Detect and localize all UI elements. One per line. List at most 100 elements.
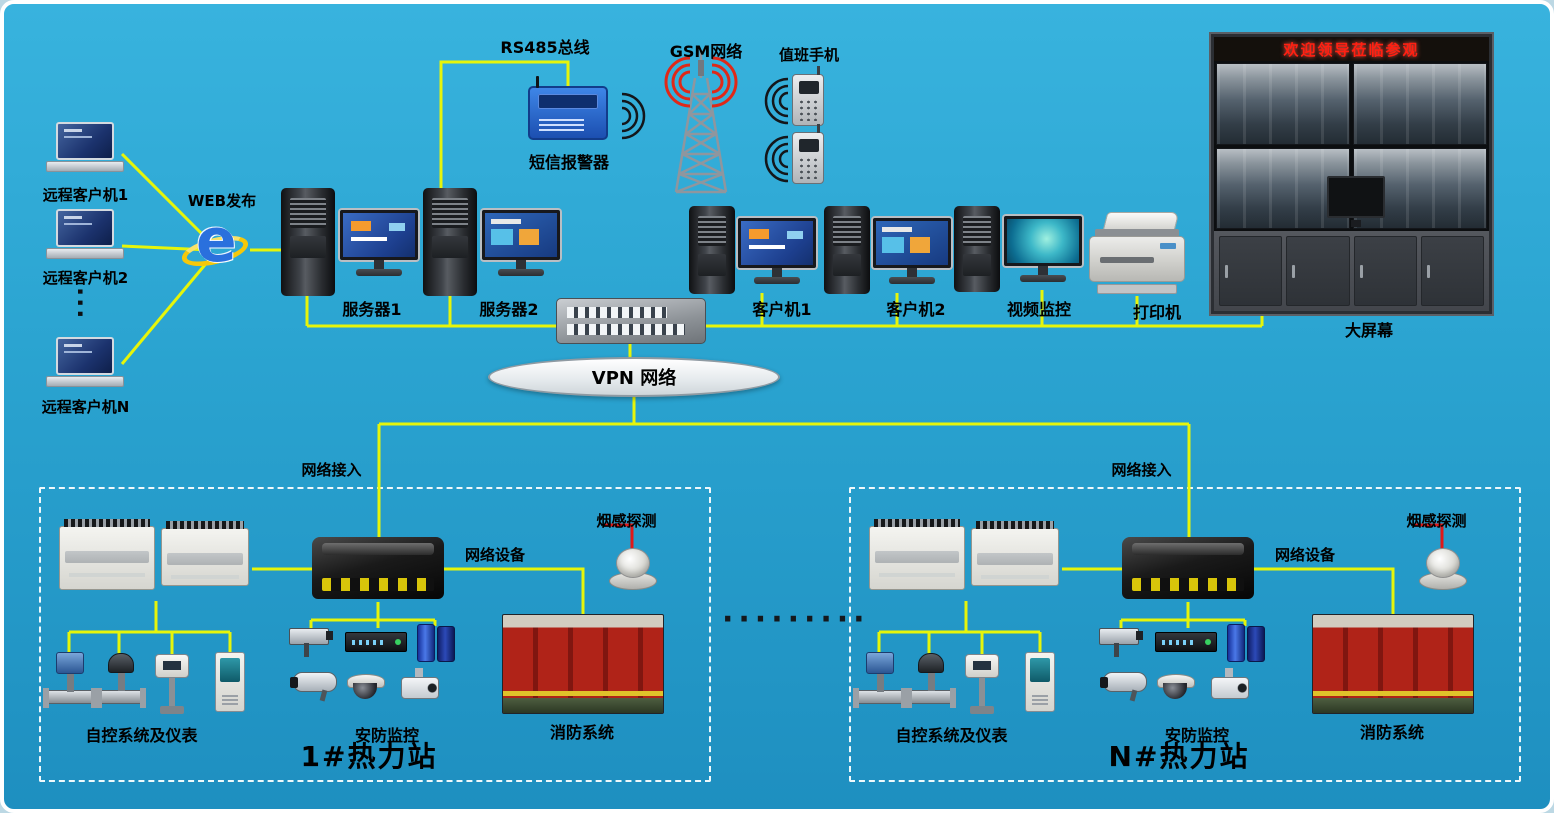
plc-controllers-n	[869, 516, 1064, 598]
alarm-wires	[605, 523, 1444, 549]
duty-phone-1-icon	[792, 66, 824, 126]
welcome-banner: 欢迎领导莅临参观	[1214, 37, 1489, 61]
ptz-camera-icon	[1211, 668, 1249, 700]
client-2-tower-icon	[824, 206, 870, 294]
equipment-cabinet	[1214, 231, 1489, 311]
transmitter-icon	[150, 654, 194, 714]
instrument-devices-1	[43, 648, 254, 744]
motorized-valve-icon	[43, 650, 96, 714]
control-system-label-1: 自控系统及仪表	[85, 726, 198, 745]
video-monitor-label: 视频监控	[1006, 300, 1071, 319]
server-1-tower-icon	[281, 188, 335, 296]
network-device-label-1: 网络设备	[464, 546, 525, 564]
printer-icon	[1089, 212, 1185, 294]
remote-client-1-label: 远程客户机1	[42, 186, 129, 204]
network-access-label-n: 网络接入	[1111, 461, 1172, 479]
network-device-label-n: 网络设备	[1274, 546, 1335, 564]
big-screen-label: 大屏幕	[1344, 321, 1393, 340]
cabinet-door	[1353, 236, 1417, 306]
transmitter-icon	[960, 654, 1004, 714]
gsm-tower-icon	[674, 50, 728, 194]
bullet-camera-icon	[1100, 672, 1147, 692]
server-2-label: 服务器2	[479, 300, 539, 319]
smoke-detector-icon-n	[1418, 546, 1467, 592]
server-2-monitor-icon	[482, 210, 560, 276]
station-switch-1	[312, 537, 444, 599]
box-camera-icon	[1099, 628, 1143, 658]
radio-wave-icons	[621, 77, 789, 183]
dvr-icon	[345, 632, 407, 652]
box-camera-icon	[289, 628, 333, 658]
fire-system-label-1: 消防系统	[549, 723, 614, 742]
remote-client-n-laptop-icon	[46, 337, 124, 393]
video-wall: 欢迎领导莅临参观	[1209, 32, 1494, 316]
dome-camera-icon	[1157, 674, 1195, 700]
fire-system-photo-1	[502, 614, 664, 714]
ellipsis-vertical: ···	[66, 287, 94, 321]
controller-icon	[215, 652, 245, 712]
controller-icon	[1025, 652, 1055, 712]
dvr-icon	[1155, 632, 1217, 652]
control-valve-icon	[906, 650, 955, 714]
network-wires	[67, 60, 1395, 654]
internet-explorer-icon: e	[178, 206, 252, 280]
server-2-tower-icon	[423, 188, 477, 296]
smoke-detect-label-1: 烟感探测	[596, 512, 657, 530]
server-1-label: 服务器1	[342, 300, 402, 319]
motorized-valve-icon	[853, 650, 906, 714]
remote-client-2-label: 远程客户机2	[42, 269, 129, 287]
security-devices-1	[287, 620, 497, 716]
desk-monitor-icon	[1327, 176, 1385, 227]
duty-phone-label: 值班手机	[778, 46, 839, 64]
remote-client-n-label: 远程客户机N	[41, 398, 130, 416]
client-2-monitor-icon	[873, 218, 951, 284]
bullet-camera-icon	[290, 672, 337, 692]
vpn-cloud: VPN 网络	[488, 357, 780, 397]
client-2-label: 客户机2	[886, 300, 946, 319]
cabinet-door	[1286, 236, 1350, 306]
sms-alarm-label: 短信报警器	[528, 153, 609, 172]
duty-phone-2-icon	[792, 124, 824, 184]
sms-alarm-device-icon	[528, 76, 608, 140]
client-1-label: 客户机1	[752, 300, 812, 319]
control-system-label-n: 自控系统及仪表	[895, 726, 1008, 745]
vpn-label: VPN 网络	[591, 368, 677, 389]
gsm-signal-waves-icon	[664, 56, 738, 108]
station-switch-n	[1122, 537, 1254, 599]
printer-label: 打印机	[1132, 303, 1181, 322]
cabinet-door	[1420, 236, 1484, 306]
remote-client-2-laptop-icon	[46, 209, 124, 265]
video-encoder-icon	[1227, 624, 1265, 662]
cabinet-door	[1219, 236, 1283, 306]
fire-system-photo-n	[1312, 614, 1474, 714]
fire-system-label-n: 消防系统	[1359, 723, 1424, 742]
video-encoder-icon	[417, 624, 455, 662]
client-1-tower-icon	[689, 206, 735, 294]
connector-wires	[67, 50, 1444, 654]
ellipsis-horizontal: ·········	[722, 602, 870, 637]
wall-screen-cell	[1353, 63, 1487, 145]
video-monitor-screen-icon	[1004, 216, 1082, 282]
security-devices-n	[1097, 620, 1307, 716]
core-switch-icon	[556, 298, 706, 344]
network-access-label-1: 网络接入	[301, 461, 362, 479]
web-publish-label: WEB发布	[187, 192, 257, 210]
welcome-text: 欢迎领导莅临参观	[1283, 40, 1420, 59]
station-1-boundary	[39, 487, 711, 782]
station-1-title: 1#热力站	[300, 740, 438, 773]
dome-camera-icon	[347, 674, 385, 700]
plc-controllers-1	[59, 516, 254, 598]
server-1-monitor-icon	[340, 210, 418, 276]
security-label-1: 安防监控	[354, 726, 419, 745]
instrument-devices-n	[853, 648, 1064, 744]
ptz-camera-icon	[401, 668, 439, 700]
station-n-boundary	[849, 487, 1521, 782]
remote-client-1-laptop-icon	[46, 122, 124, 178]
video-monitor-tower-icon	[954, 206, 1000, 292]
gsm-network-label: GSM网络	[669, 42, 743, 61]
rs485-bus-label: RS485总线	[500, 38, 590, 57]
smoke-detector-icon-1	[608, 546, 657, 592]
wall-screen-cell	[1216, 63, 1350, 145]
client-1-monitor-icon	[738, 218, 816, 284]
